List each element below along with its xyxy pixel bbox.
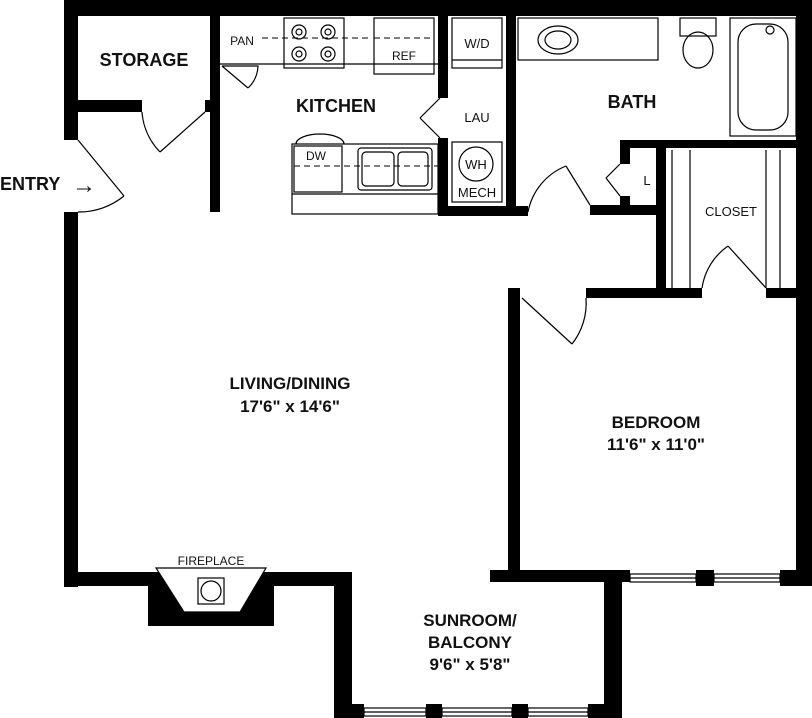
washer-dryer-label: W/D [464, 36, 489, 51]
washer-dryer-icon [451, 17, 503, 69]
entry-arrow-icon: → [72, 172, 96, 199]
entry-label: ENTRY [0, 174, 60, 194]
refrigerator-icon [373, 17, 435, 75]
walls [64, 0, 812, 718]
linen-closet-label: L [643, 173, 650, 188]
sunroom-name-line2: BALCONY [428, 633, 513, 652]
pantry-label: PAN [230, 34, 254, 48]
kitchen-fixtures [220, 17, 503, 215]
bath-label: BATH [608, 92, 657, 112]
mechanical-label: MECH [458, 185, 496, 200]
living-name-label: LIVING/DINING [230, 374, 351, 393]
refrigerator-label: REF [392, 49, 416, 63]
fireplace [148, 567, 274, 626]
range-icon [283, 17, 345, 69]
windows [337, 573, 781, 717]
bathtub-icon [729, 17, 797, 137]
dishwasher-label: DW [306, 149, 327, 163]
storage-label: STORAGE [100, 50, 189, 70]
laundry-label: LAU [464, 110, 489, 125]
sink-icon [357, 147, 433, 191]
bathroom-sink-icon [537, 25, 579, 55]
sunroom-name-line1: SUNROOM/ [423, 611, 517, 630]
toilet-icon [679, 17, 717, 69]
doors [77, 65, 767, 345]
kitchen-label: KITCHEN [296, 96, 376, 116]
closet-label: CLOSET [705, 204, 757, 219]
dishwasher-icon [293, 145, 343, 193]
labels: STORAGE KITCHEN BATH LAU CLOSET L PAN RE… [0, 34, 757, 674]
sunroom-dim-label: 9'6" x 5'8" [430, 655, 511, 674]
fireplace-label: FIREPLACE [178, 554, 245, 568]
water-heater-icon [458, 146, 494, 182]
water-heater-label: WH [465, 157, 487, 172]
bedroom-dim-label: 11'6" x 11'0" [607, 435, 705, 454]
bath-fixtures [517, 17, 797, 288]
bedroom-name-label: BEDROOM [612, 413, 701, 432]
living-dim-label: 17'6" x 14'6" [240, 397, 340, 416]
